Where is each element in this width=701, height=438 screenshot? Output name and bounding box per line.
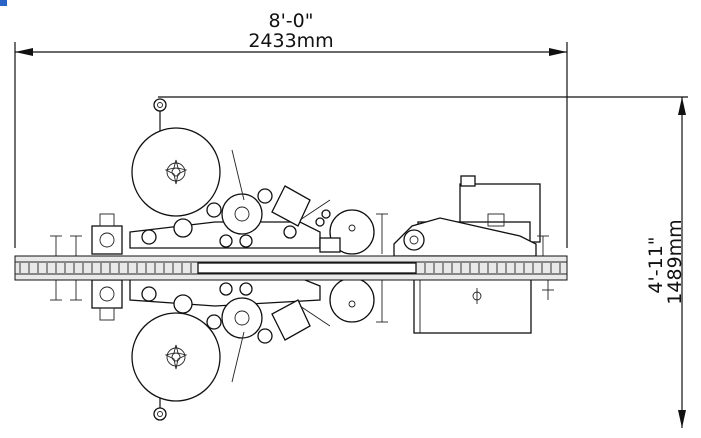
control-box-lower — [413, 275, 532, 334]
upper-label-reel — [131, 127, 221, 217]
width-imperial-label: 8'-0" — [269, 10, 314, 32]
width-metric-label: 2433mm — [248, 30, 333, 52]
height-metric-label: 1489mm — [664, 219, 686, 304]
height-dimension: 4'-11" 1489mm — [158, 96, 688, 428]
corner-marker — [0, 0, 7, 6]
height-labels: 4'-11" 1489mm — [645, 219, 686, 304]
lower-wipe-roller — [329, 277, 375, 323]
lower-label-reel — [131, 312, 221, 402]
upper-wipe-roller — [329, 209, 375, 255]
labeling-machine — [14, 98, 568, 421]
width-dimension: 8'-0" 2433mm — [14, 10, 568, 248]
height-imperial-label: 4'-11" — [645, 236, 667, 293]
